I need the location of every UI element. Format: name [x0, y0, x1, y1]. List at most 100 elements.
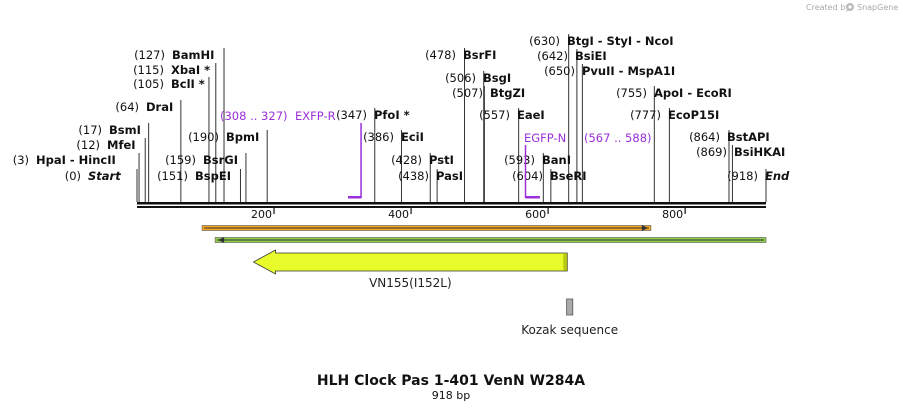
site-name: BanI — [542, 153, 571, 167]
site-name: EaeI — [517, 108, 545, 122]
site-position: (151) — [157, 169, 188, 183]
site-position: (428) — [391, 153, 422, 167]
restriction-site[interactable]: (151) BspEI — [157, 169, 231, 183]
site-position: (755) — [616, 86, 647, 100]
restriction-site[interactable]: (864)BstAPI — [689, 130, 770, 144]
site-name: Start — [88, 169, 121, 183]
primer[interactable]: EXFP-R (308 .. 327) — [220, 109, 362, 199]
restriction-site[interactable]: (642) BsiEI — [537, 49, 607, 63]
site-name: BsgI — [483, 71, 511, 85]
site-position: (127) — [134, 48, 165, 62]
site-position: (557) — [479, 108, 510, 122]
restriction-site[interactable]: (630) BtgI - StyI - NcoI — [529, 34, 673, 48]
site-name: HpaI - HincII — [36, 153, 116, 167]
restriction-site[interactable]: (105)BclI * — [133, 77, 205, 91]
primer-range: (308 .. 327) — [220, 109, 288, 123]
restriction-site[interactable]: (3) HpaI - HincII — [13, 153, 116, 167]
site-name: XbaI * — [171, 63, 210, 77]
site-position: (650) — [544, 64, 575, 78]
site-position: (0) — [65, 169, 81, 183]
snapgene-logo-icon — [846, 3, 854, 11]
orf-track[interactable] — [214, 237, 767, 243]
site-position: (438) — [398, 169, 429, 183]
restriction-site[interactable]: (428) PstI — [391, 153, 454, 167]
orf-tracks — [201, 225, 767, 243]
site-position: (12) — [76, 138, 100, 152]
site-position: (105) — [133, 77, 164, 91]
site-name: BtgI - StyI - NcoI — [567, 34, 674, 48]
site-position: (507) — [452, 86, 483, 100]
site-name: ApoI - EcoRI — [654, 86, 732, 100]
feature-arrow — [252, 249, 568, 275]
primer-range: (567 .. 588) — [584, 131, 652, 145]
site-name: BsiHKAI — [734, 145, 785, 159]
restriction-site[interactable]: (127) BamHI — [134, 48, 214, 62]
restriction-site[interactable]: (386)EciI — [363, 130, 424, 144]
site-name: PasI — [436, 169, 463, 183]
site-name: EcoP15I — [668, 108, 719, 122]
site-position: (593) — [504, 153, 535, 167]
feature-label: VN155(I152L) — [369, 276, 452, 290]
site-position: (777) — [630, 108, 661, 122]
site-position: (630) — [529, 34, 560, 48]
site-position: (864) — [689, 130, 720, 144]
site-name: BsiEI — [575, 49, 607, 63]
primer-name: EXFP-R — [295, 109, 336, 123]
site-name: EciI — [401, 130, 424, 144]
site-position: (190) — [188, 130, 219, 144]
restriction-site[interactable]: (593) BanI — [504, 153, 571, 167]
site-name: BpmI — [226, 130, 259, 144]
credit-text: Created by — [806, 3, 850, 12]
site-position: (506) — [445, 71, 476, 85]
feature-label: Kozak sequence — [521, 323, 618, 337]
orf-arrowhead — [218, 237, 225, 243]
site-position: (604) — [512, 169, 543, 183]
restriction-site[interactable]: (64) DraI — [115, 100, 173, 114]
primer-name: EGFP-N — [524, 131, 566, 145]
feature[interactable]: VN155(I152L) — [252, 249, 568, 290]
restriction-site[interactable]: (869)BsiHKAI — [696, 145, 785, 159]
restriction-site[interactable]: (918)End — [727, 169, 790, 183]
sequence-length: 918 bp — [432, 389, 470, 402]
primer-bar — [525, 196, 540, 199]
site-name: BspEI — [195, 169, 231, 183]
restriction-site[interactable]: (12)MfeI — [76, 138, 135, 152]
restriction-site[interactable]: (159)BsrGI — [165, 153, 238, 167]
primer[interactable]: EGFP-N (567 .. 588) — [524, 131, 652, 199]
restriction-site[interactable]: (478) BsrFI — [425, 48, 496, 62]
restriction-site[interactable]: (507)BtgZI — [452, 86, 525, 100]
restriction-site[interactable]: (0) Start — [65, 169, 122, 183]
restriction-site[interactable]: (115) XbaI * — [133, 63, 210, 77]
orf-track[interactable] — [201, 225, 652, 231]
map-title: HLH Clock Pas 1-401 VenN W284A — [317, 373, 585, 389]
site-position: (115) — [133, 63, 164, 77]
site-position: (64) — [115, 100, 139, 114]
restriction-site[interactable]: (17) BsmI — [78, 123, 140, 137]
restriction-site[interactable]: (604)BseRI — [512, 169, 586, 183]
site-position: (17) — [78, 123, 102, 137]
site-name: BsrFI — [463, 48, 496, 62]
site-name: PstI — [429, 153, 454, 167]
site-position: (918) — [727, 169, 758, 183]
restriction-site[interactable]: (755) ApoI - EcoRI — [616, 86, 732, 100]
site-name: DraI — [146, 100, 173, 114]
feature-arrow-end — [563, 253, 568, 271]
site-name: BsmI — [109, 123, 141, 137]
site-position: (478) — [425, 48, 456, 62]
site-position: (3) — [13, 153, 29, 167]
site-position: (347) — [336, 108, 367, 122]
feature-box — [566, 298, 574, 316]
restriction-site[interactable]: (438) PasI — [398, 169, 463, 183]
restriction-site[interactable]: (650)PvuII - MspA1I — [544, 64, 675, 78]
site-name: BamHI — [172, 48, 214, 62]
restriction-site[interactable]: (190) BpmI — [188, 130, 259, 144]
site-name: BsrGI — [203, 153, 238, 167]
restriction-site[interactable]: (347)PfoI * — [336, 108, 410, 122]
feature[interactable]: Kozak sequence — [521, 298, 618, 337]
restriction-site[interactable]: (777) EcoP15I — [630, 108, 719, 122]
restriction-site[interactable]: (506) BsgI — [445, 71, 511, 85]
restriction-site[interactable]: (557) EaeI — [479, 108, 545, 122]
orf-arrowhead — [641, 225, 648, 231]
site-position: (642) — [537, 49, 568, 63]
